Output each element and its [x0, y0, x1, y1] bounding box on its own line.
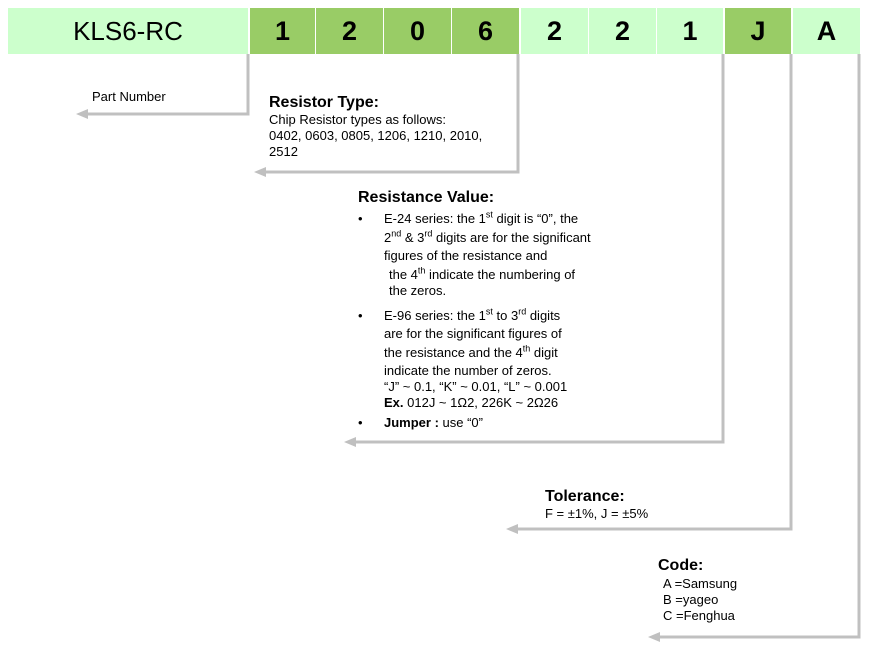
e96-line-1: E-96 series: the 1st to 3rd digits	[384, 306, 561, 323]
code-connector	[656, 54, 861, 639]
jumper-bullet: •	[358, 415, 363, 430]
e96-example: Ex. 012J ~ 1Ω2, 226K ~ 2Ω26	[384, 395, 559, 410]
e96-description: E-96 series: the 1st to 3rd digits are f…	[384, 306, 568, 411]
tolerance-arrowhead	[506, 524, 518, 534]
resistor-type-block: Resistor Type: Chip Resistor types as fo…	[269, 93, 482, 160]
e24-line-3: figures of the resistance and	[384, 248, 548, 263]
header-segment-digit-3: 0	[384, 8, 451, 54]
resistor-type-line-3: 2512	[269, 144, 298, 159]
resistor-type-arrowhead	[254, 167, 266, 177]
part-number-label: Part Number	[92, 89, 166, 104]
resistance-value-title: Resistance Value:	[358, 189, 495, 206]
e24-line-2: 2nd & 3rd digits are for the significant	[384, 228, 591, 245]
code-item-fenghua: C =Fenghua	[663, 608, 735, 623]
part-number-arrowhead	[76, 109, 88, 119]
tolerance-values: F = ±1%, J = ±5%	[545, 506, 649, 521]
jumper-description: Jumper : use “0”	[384, 415, 483, 430]
header-segment-supplier-code: A	[793, 8, 860, 54]
header-segment-digit-6: 2	[589, 8, 656, 54]
header-segment-tolerance-code: J	[725, 8, 791, 54]
header-segment-prefix: KLS6-RC	[8, 8, 248, 54]
e24-line-1: E-24 series: the 1st digit is “0”, the	[384, 209, 579, 226]
e96-line-3: the resistance and the 4th digit	[384, 343, 558, 360]
tolerance-block: Tolerance: F = ±1%, J = ±5%	[545, 487, 648, 522]
header-segment-digit-4: 6	[452, 8, 519, 54]
resistor-type-connector	[262, 54, 520, 174]
tolerance-title: Tolerance:	[545, 488, 625, 505]
resistor-type-title: Resistor Type:	[269, 94, 379, 111]
tolerance-connector	[514, 54, 793, 531]
resistor-type-line-2: 0402, 0603, 0805, 1206, 1210, 2010,	[269, 128, 483, 143]
resistance-value-connector	[352, 54, 725, 444]
code-item-yageo: B =yageo	[663, 592, 719, 607]
resistance-value-arrowhead	[344, 437, 356, 447]
code-arrowhead	[648, 632, 660, 642]
resistor-type-line-1: Chip Resistor types as follows:	[269, 112, 447, 127]
e24-description: E-24 series: the 1st digit is “0”, the 2…	[384, 209, 591, 299]
e24-line-5: the zeros.	[389, 283, 447, 298]
header-segment-digit-5: 2	[521, 8, 588, 54]
e24-line-4: the 4th indicate the numbering of	[389, 265, 576, 282]
header-segment-digit-1: 1	[250, 8, 315, 54]
code-item-samsung: A =Samsung	[663, 576, 738, 591]
e96-line-4: indicate the number of zeros.	[384, 363, 552, 378]
e96-bullet: •	[358, 308, 363, 323]
part-number-connector	[82, 54, 250, 116]
header-segment-digit-7: 1	[657, 8, 723, 54]
code-block: Code: A =Samsung B =yageo C =Fenghua	[658, 556, 737, 624]
header-segment-digit-2: 2	[316, 8, 383, 54]
e96-line-5: “J” ~ 0.1, “K” ~ 0.01, “L” ~ 0.001	[384, 379, 568, 394]
e96-line-2: are for the significant figures of	[384, 326, 562, 341]
code-title: Code:	[658, 557, 704, 574]
e24-bullet: •	[358, 211, 363, 226]
